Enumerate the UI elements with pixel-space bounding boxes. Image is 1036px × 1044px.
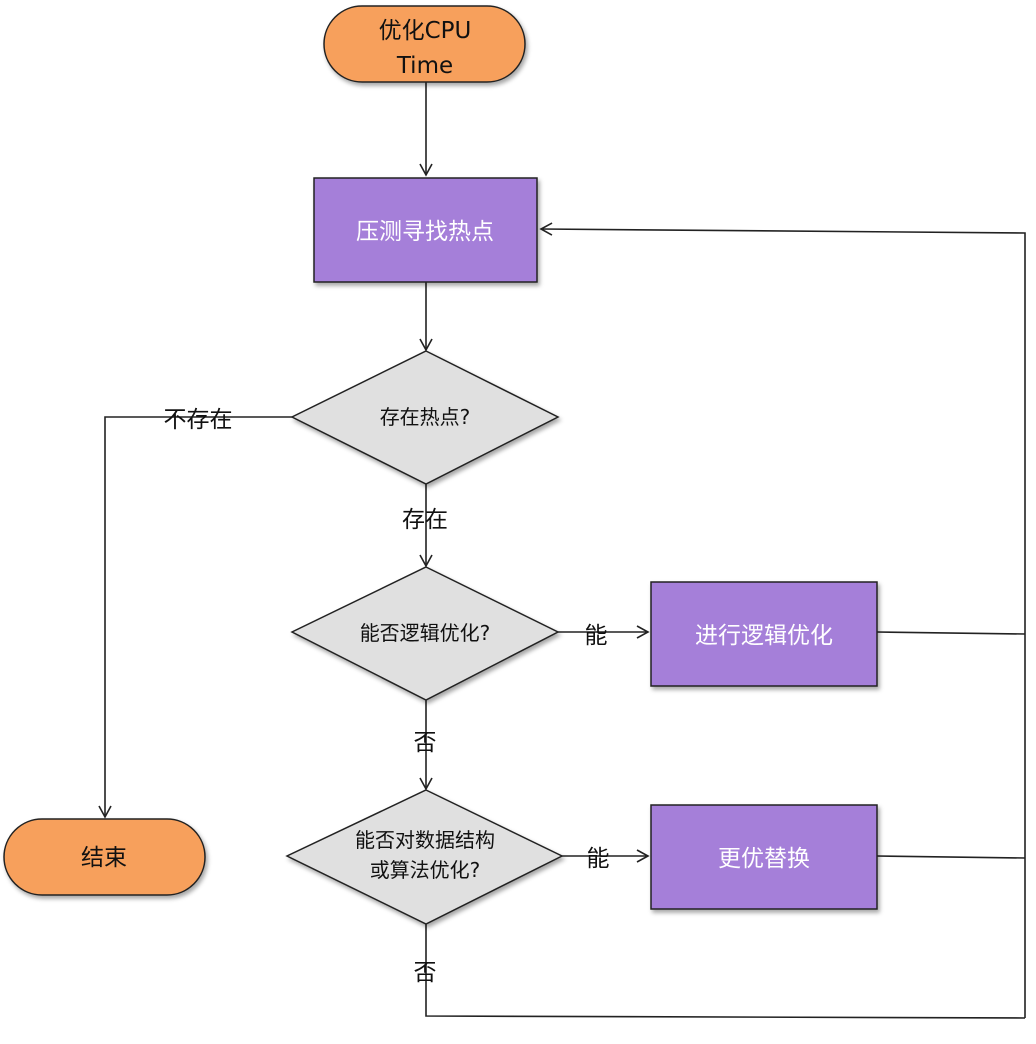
hotspot-decision: 存在热点?: [290, 350, 560, 485]
start-label-line1: 优化CPU: [379, 18, 472, 44]
label-exist: 存在: [402, 507, 448, 533]
logic-question-label: 能否逻辑优化?: [360, 621, 491, 645]
algo-question-line2: 或算法优化?: [370, 858, 481, 882]
end-label: 结束: [81, 845, 127, 871]
algo-action-label: 更优替换: [718, 846, 810, 872]
hotspot-label: 存在热点?: [380, 405, 471, 429]
label-algo-yes: 能: [587, 846, 610, 872]
label-algo-no: 否: [414, 960, 437, 986]
algo-decision: 能否对数据结构 或算法优化?: [285, 789, 564, 925]
start-node: 优化CPU Time: [323, 5, 526, 83]
edge-algo-no-loop: [425, 924, 1026, 1019]
edge-labels: 不存在 存在 能 否 能 否: [164, 407, 610, 986]
logic-action-node: 进行逻辑优化: [650, 581, 878, 687]
logic-decision: 能否逻辑优化?: [290, 566, 560, 701]
label-logic-yes: 能: [585, 623, 608, 649]
logic-action-label: 进行逻辑优化: [695, 623, 833, 649]
label-logic-no: 否: [414, 730, 437, 756]
algo-action-node: 更优替换: [650, 804, 878, 910]
edge-logic-do-to-loop: [876, 631, 1026, 635]
start-label-line2: Time: [396, 53, 453, 79]
edges: [98, 82, 1026, 1019]
label-not-exist: 不存在: [164, 407, 233, 433]
edge-hotspot-not-exist-to-end: [98, 416, 292, 819]
algo-question-line1: 能否对数据结构: [355, 828, 495, 852]
end-node: 结束: [3, 818, 206, 896]
edge-loop-back-to-profile: [539, 222, 1026, 1018]
profile-label: 压测寻找热点: [356, 219, 494, 245]
edge-algo-do-to-loop: [876, 855, 1026, 859]
profile-node: 压测寻找热点: [313, 177, 538, 283]
